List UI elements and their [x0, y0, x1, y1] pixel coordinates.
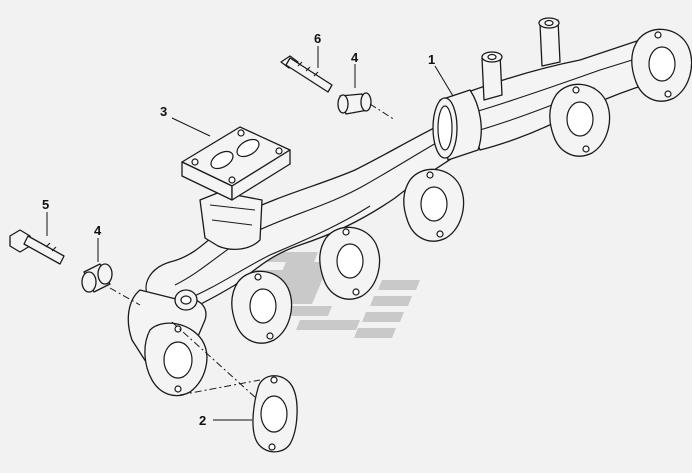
- turbo-flange: [181, 126, 291, 201]
- spacer-bottom: [81, 263, 141, 306]
- callout-3: 3: [160, 104, 167, 119]
- callout-6: 6: [314, 31, 321, 46]
- spacer-top: [337, 92, 396, 121]
- exhaust-manifold: [127, 109, 481, 397]
- gasket: [252, 375, 298, 453]
- assembly-centerline: [179, 379, 261, 396]
- callout-4-top: 4: [351, 50, 359, 65]
- callout-5: 5: [42, 197, 49, 212]
- assembly-centerline-2: [171, 321, 257, 399]
- callout-2: 2: [199, 413, 206, 428]
- rear-manifold-section: [432, 17, 692, 161]
- bolt-left: [9, 229, 65, 265]
- stud-top: [280, 55, 333, 93]
- callout-1: 1: [428, 52, 435, 67]
- leader-lines: [46, 46, 454, 421]
- callout-4-bottom: 4: [94, 223, 102, 238]
